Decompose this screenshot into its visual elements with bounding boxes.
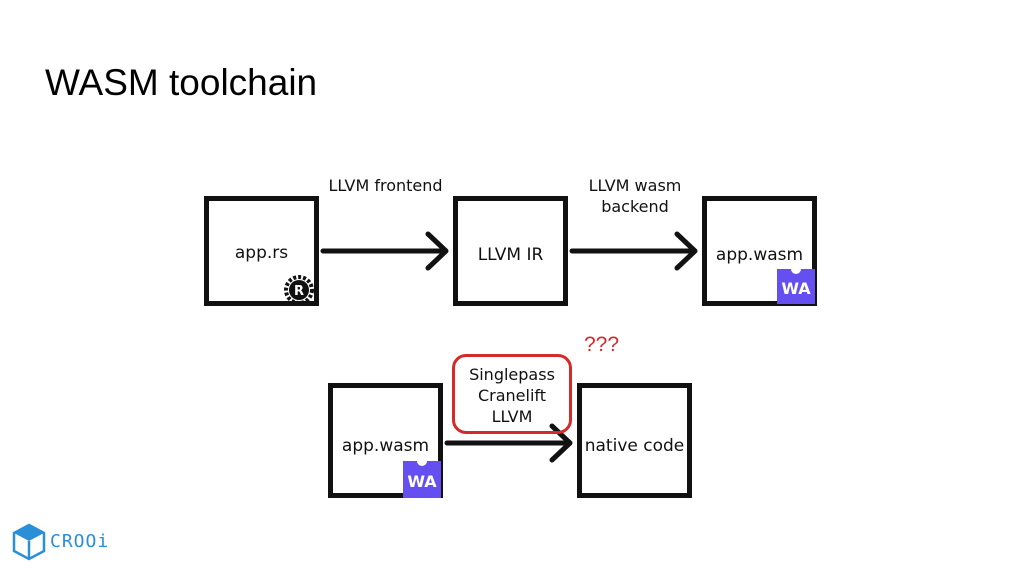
slide-title: WASM toolchain [45, 62, 318, 103]
rust-logo-letter: R [294, 284, 304, 299]
wasm-badge-icon: WA [777, 264, 815, 304]
node-llvm-ir-label: LLVM IR [477, 245, 544, 265]
node-app-rs: app.rs R [204, 196, 319, 306]
edge-label-backend-line2: backend [601, 197, 669, 216]
node-app-wasm-top: app.wasm WA [702, 196, 817, 306]
node-llvm-ir: LLVM IR [453, 196, 568, 306]
wasm-badge-text: WA [781, 279, 811, 298]
edge-label-backend: LLVM wasm backend [570, 175, 700, 217]
arrowhead-backend [674, 231, 698, 271]
company-logo-text: CROOi [50, 531, 110, 552]
wasm-badge-text: WA [407, 472, 437, 491]
wasm-badge-icon: WA [403, 456, 441, 498]
node-app-wasm-top-label: app.wasm [715, 245, 804, 265]
node-native-code: native code [577, 383, 692, 498]
node-app-wasm-bottom: app.wasm WA [328, 383, 443, 498]
compiler-cranelift: Cranelift [477, 386, 547, 405]
company-logo-icon [12, 523, 46, 561]
edge-label-compilers: Singlepass Cranelift LLVM [452, 364, 572, 427]
rust-logo-icon: R [284, 275, 314, 305]
edge-label-backend-line1: LLVM wasm [588, 176, 682, 195]
edge-label-frontend: LLVM frontend [328, 176, 443, 195]
arrowhead-frontend [425, 231, 449, 271]
question-annotation: ??? [584, 333, 620, 356]
node-app-rs-label: app.rs [234, 243, 289, 263]
compiler-singlepass: Singlepass [469, 365, 555, 384]
node-native-code-label: native code [584, 436, 685, 456]
compiler-highlight [452, 354, 572, 434]
compiler-llvm: LLVM [491, 407, 533, 426]
node-app-wasm-bottom-label: app.wasm [341, 436, 430, 456]
